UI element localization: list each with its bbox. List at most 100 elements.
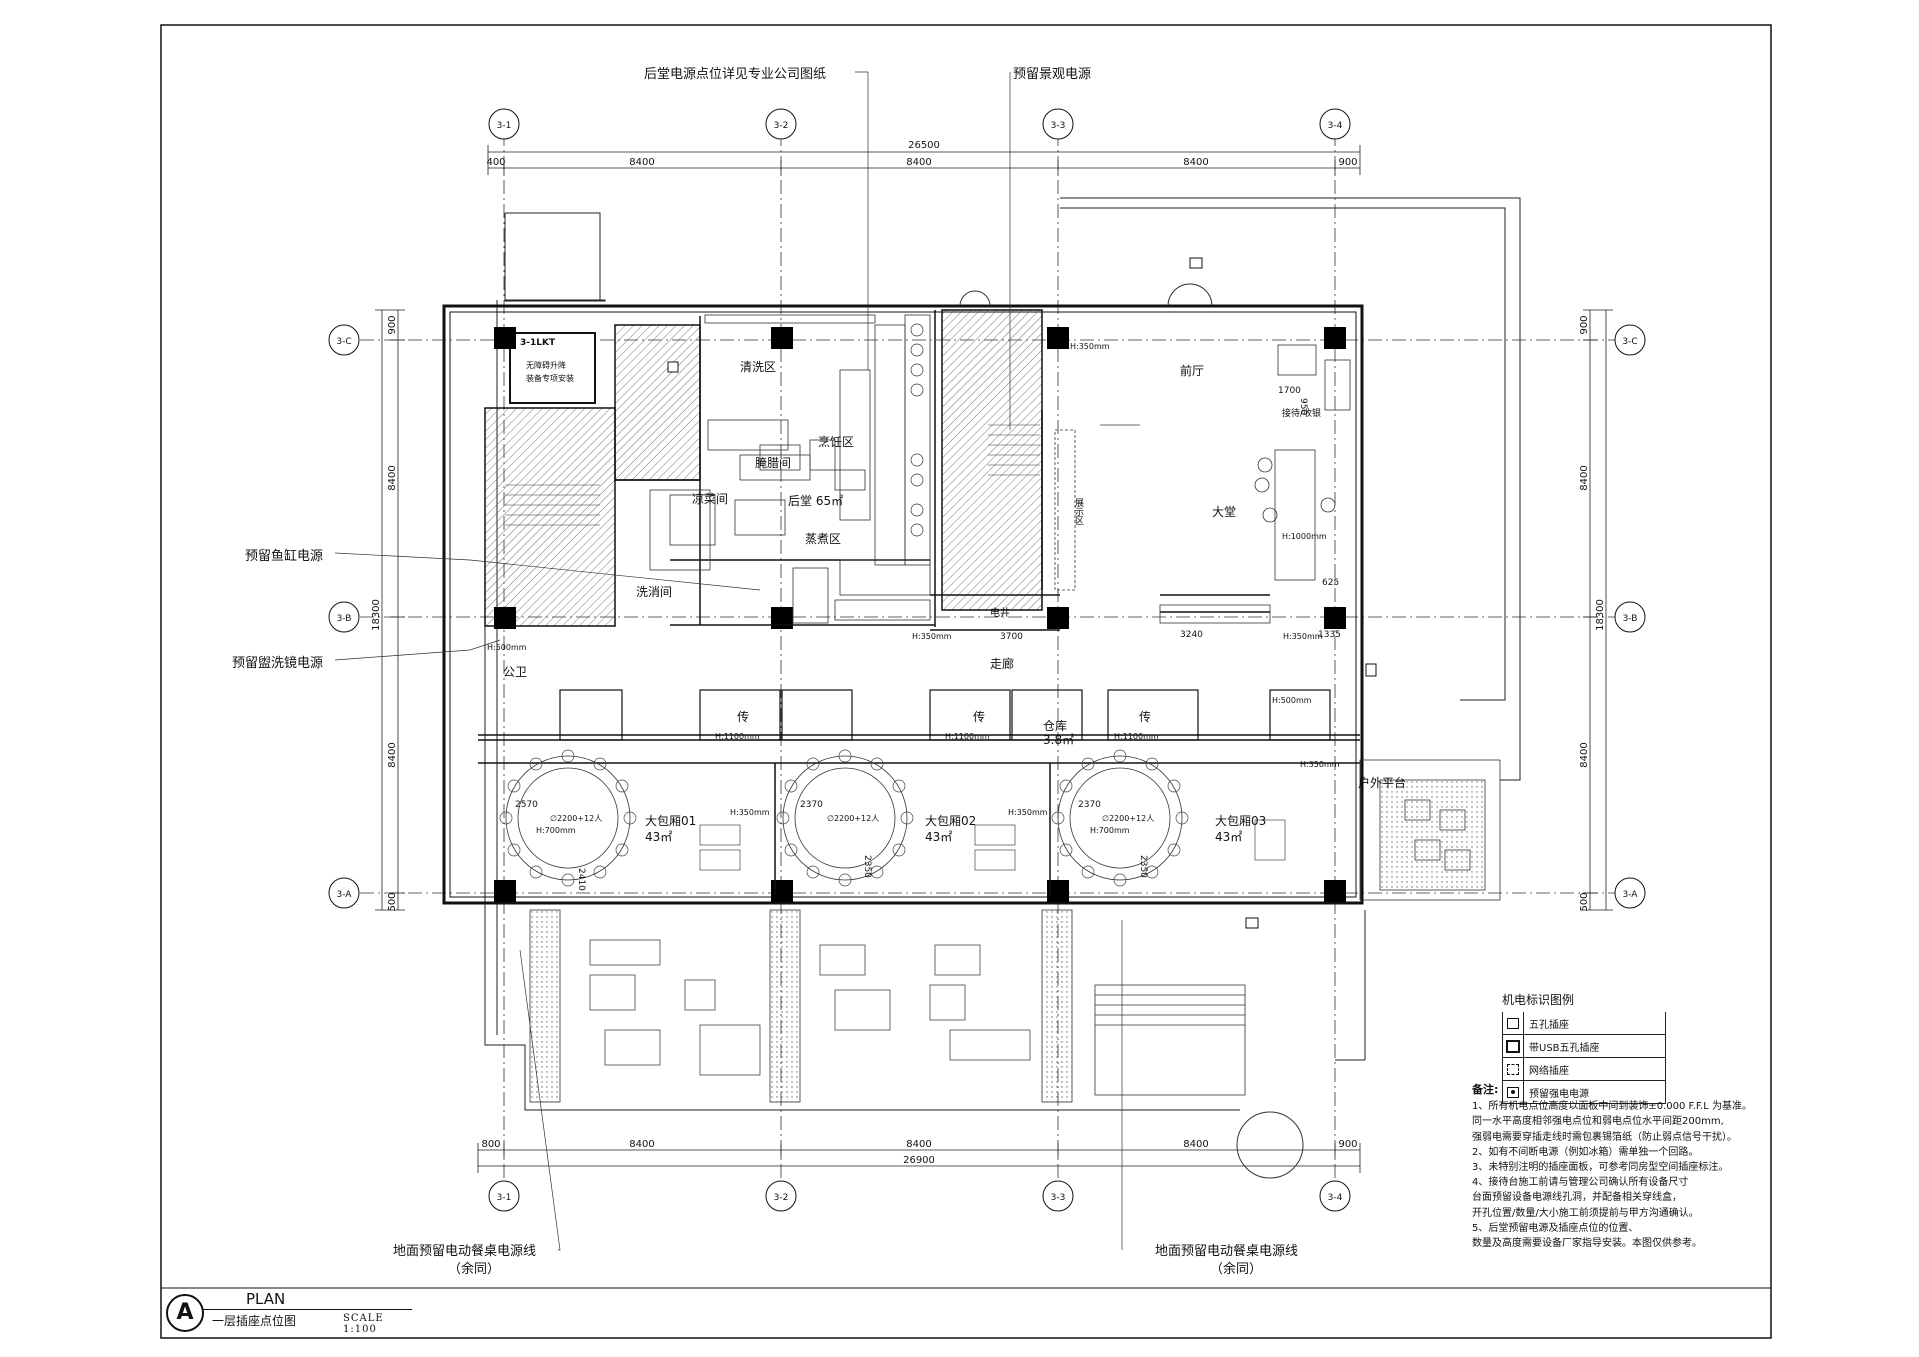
- dimension-label: 1335: [1318, 630, 1341, 640]
- grid-label: 3-1: [497, 1193, 512, 1203]
- note-line: 强弱电需要穿插走线时需包裹锡箔纸（防止弱点信号干扰）。: [1472, 1131, 1737, 1143]
- room-storage-area: 3.8㎡: [1043, 733, 1075, 747]
- dimension-lines-top: [487, 145, 1361, 175]
- room-private-03-area: 43㎡: [1215, 830, 1243, 844]
- dimension-text: 8400: [1579, 465, 1590, 490]
- service-cubicles: [559, 689, 1331, 741]
- grid-bubble-3-A-left: [328, 877, 360, 909]
- legend-row: 带USB五孔插座: [1502, 1035, 1666, 1058]
- dimension-label: 2350: [862, 855, 872, 878]
- network-socket-icon: [1507, 1063, 1519, 1075]
- grid-bubble-3-A-right: [1614, 877, 1646, 909]
- note-line: 开孔位置/数量/大小施工前须提前与甲方沟通确认。: [1472, 1207, 1699, 1219]
- structural-columns: [494, 327, 1346, 902]
- height-annotation: H:500mm: [1272, 696, 1312, 705]
- room-serve-2: 传: [973, 710, 986, 724]
- lobby-furniture: [1054, 344, 1351, 624]
- front-planters: [529, 909, 1073, 1103]
- sheet-letter: A: [166, 1294, 204, 1332]
- grid-bubble-3-3-bottom: [1042, 1180, 1074, 1212]
- usb-socket-icon: [1506, 1039, 1520, 1053]
- height-annotation: H:1000mm: [1282, 532, 1327, 541]
- callout-floor-table-right-sub: （余同）: [1210, 1262, 1263, 1277]
- note-line: 4、接待台施工前请与管理公司确认所有设备尺寸: [1472, 1177, 1689, 1189]
- dimension-text: 500: [1579, 892, 1590, 911]
- dimension-text: 8400: [1183, 1139, 1208, 1150]
- callout-floor-table-left: 地面预留电动餐桌电源线: [393, 1244, 537, 1259]
- room-outdoor-terrace: 户外平台: [1358, 776, 1407, 790]
- dimension-text: 900: [1579, 315, 1590, 334]
- grid-bubble-3-C-left: [328, 324, 360, 356]
- dimension-text: 900: [1338, 157, 1357, 168]
- dimension-label: 2350: [1138, 855, 1148, 878]
- height-annotation: H:700mm: [1090, 826, 1130, 835]
- legend-title: 机电标识图例: [1502, 993, 1575, 1007]
- drawing-title-block: A PLAN 一层插座点位图 SCALE 1:100: [160, 1290, 420, 1338]
- legend-row: 五孔插座: [1502, 1012, 1666, 1035]
- height-annotation: H:1100mm: [945, 732, 990, 741]
- room-steam-area: 蒸煮区: [805, 532, 842, 546]
- height-annotation: H:350mm: [1283, 632, 1323, 641]
- grid-label: 3-3: [1051, 1193, 1066, 1203]
- grid-bubble-3-2-top: [765, 108, 797, 140]
- mep-legend: 机电标识图例 五孔插座 带USB五孔插座 网络插座 预留强电电源: [1502, 991, 1666, 1104]
- grid-bubble-3-1-top: [488, 108, 520, 140]
- room-serve-3: 传: [1139, 710, 1152, 724]
- height-annotation: H:700mm: [536, 826, 576, 835]
- title-underline: [202, 1309, 412, 1310]
- room-private-01-area: 43㎡: [645, 830, 673, 844]
- grid-label: 3-4: [1328, 1193, 1343, 1203]
- kitchen-equipment: [649, 314, 931, 624]
- dimension-text: 900: [387, 315, 398, 334]
- accessible-lift-label: 无障碍升降: [526, 361, 566, 370]
- legend-label: 预留强电电源: [1529, 1088, 1589, 1100]
- dimension-text: 500: [387, 892, 398, 911]
- height-annotation: H:350mm: [730, 808, 770, 817]
- dimension-lines-bottom: [477, 1143, 1361, 1173]
- drawing-title-cn: 一层插座点位图: [212, 1314, 297, 1328]
- grid-label: 3-B: [1623, 614, 1638, 624]
- stove-burners: [910, 323, 924, 537]
- stair-hatch-topleft: [614, 324, 701, 481]
- dimension-label: 2410: [576, 868, 586, 891]
- round-planter: [1236, 1111, 1304, 1179]
- notes-block: 备注: 1、所有机电点位高度以面板中间到装饰±0.000 F.F.L 为基准。 …: [1472, 1082, 1762, 1251]
- room-lobby: 大堂: [1212, 505, 1237, 519]
- grid-label: 3-4: [1328, 121, 1343, 131]
- dimension-label: 950: [1298, 398, 1308, 416]
- dimension-text: 8400: [387, 742, 398, 767]
- grid-bubble-3-3-top: [1042, 108, 1074, 140]
- notes-title: 备注:: [1472, 1083, 1499, 1096]
- dimension-label: 2370: [1078, 800, 1101, 810]
- dimension-total-bottom: 26900: [903, 1155, 935, 1166]
- front-seating: [589, 939, 1031, 1076]
- height-annotation: H:1100mm: [715, 732, 760, 741]
- dimension-text: 400: [486, 157, 505, 168]
- stair-hatch-left: [484, 407, 616, 627]
- grid-bubble-3-4-top: [1319, 108, 1351, 140]
- grid-label: 3-A: [337, 890, 353, 900]
- grid-label: 3-C: [1622, 337, 1637, 347]
- dimension-label: 625: [1322, 578, 1340, 588]
- dimension-label: 2370: [800, 800, 823, 810]
- room-kitchen: 后堂 65㎡: [788, 494, 844, 508]
- socket-symbols: [667, 257, 1377, 929]
- room-private-02: 大包厢02: [925, 814, 977, 828]
- note-line: 2、如有不间断电源（例如冰箱）需单独一个回路。: [1472, 1146, 1699, 1158]
- entrance-doors: [959, 283, 1213, 307]
- room-storage: 仓库: [1043, 719, 1068, 733]
- note-line: 同一水平高度相邻强电点位和弱电点位水平间距200mm,: [1472, 1116, 1724, 1128]
- note-line: 3、未特别注明的插座面板，可参考同房型空间插座标注。: [1472, 1162, 1729, 1174]
- dimension-total-right: 18300: [1595, 599, 1606, 631]
- room-corridor: 走廊: [990, 657, 1015, 671]
- table-spec: ∅2200+12人: [1102, 814, 1155, 823]
- note-line: 5、后堂预留电源及插座点位的位置、: [1472, 1222, 1639, 1234]
- grid-label: 3-B: [337, 614, 352, 624]
- room-wash-area: 清洗区: [740, 360, 777, 374]
- five-hole-socket-icon: [1507, 1017, 1519, 1029]
- lift-tag: 3-1LKT: [520, 338, 556, 348]
- legend-label: 网络插座: [1529, 1065, 1569, 1077]
- room-public-wc: 公卫: [503, 665, 528, 679]
- dimension-text: 8400: [629, 1139, 654, 1150]
- grid-label: 3-2: [774, 121, 789, 131]
